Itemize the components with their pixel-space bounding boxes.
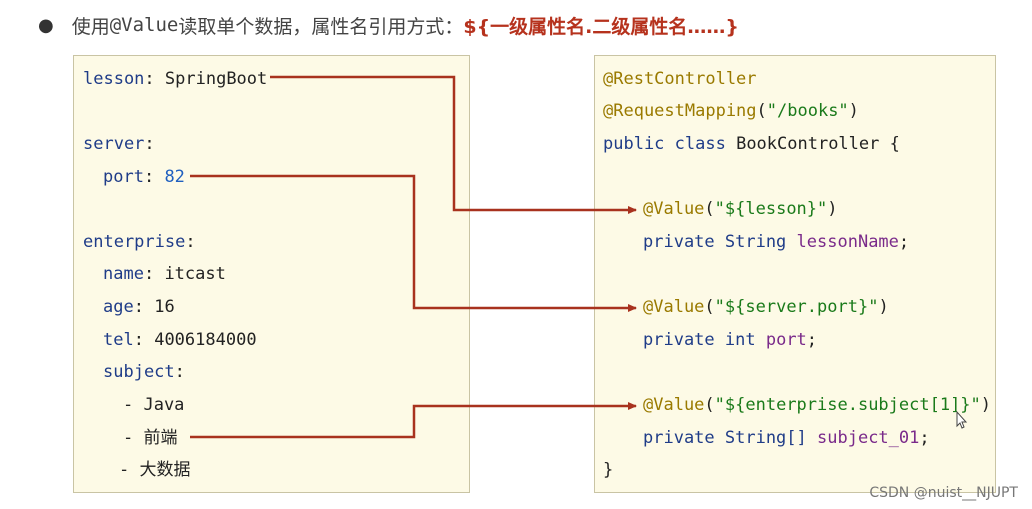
arrow-lesson-to-value xyxy=(270,75,637,214)
yaml-value-lesson: SpringBoot xyxy=(164,69,268,89)
rest-controller-annotation: @RestController xyxy=(603,69,757,89)
watermark: CSDN @nuist__NJUPT xyxy=(869,485,1018,501)
java-line-port-field: private int port; xyxy=(643,330,818,350)
lesson-expression: "${lesson}" xyxy=(714,199,828,219)
yaml-line-subject: subject: xyxy=(103,362,185,382)
yaml-line-lesson: lesson: SpringBoot xyxy=(83,69,268,89)
lesson-field-name: lessonName xyxy=(796,232,899,252)
yaml-line-server: server: xyxy=(83,134,155,154)
yaml-value-age: 16 xyxy=(154,297,175,317)
java-line-class: public class BookController { xyxy=(603,132,900,156)
lesson-declaration: private String xyxy=(643,232,787,252)
yaml-subject-item: - 前端 xyxy=(123,428,178,448)
value-annotation: @Value xyxy=(643,297,705,317)
yaml-config-panel: lesson: SpringBoot server: port: 82 ente… xyxy=(73,55,470,493)
yaml-key-enterprise: enterprise xyxy=(83,232,186,252)
yaml-line-tel: tel: 4006184000 xyxy=(103,330,257,350)
port-field-name: port xyxy=(765,330,807,350)
class-name: BookController { xyxy=(736,134,900,154)
yaml-key-lesson: lesson xyxy=(83,69,145,89)
bullet-icon: ● xyxy=(38,14,54,36)
yaml-key-server: server xyxy=(83,134,145,154)
arrow-subject-to-value xyxy=(190,402,637,439)
java-code-panel: @RestController @RequestMapping("/books"… xyxy=(594,55,996,493)
port-expression: "${server.port}" xyxy=(714,297,879,317)
yaml-key-port: port xyxy=(103,167,144,187)
java-line-subject-field: private String[] subject_01; xyxy=(643,428,930,448)
yaml-line-port: port: 82 xyxy=(103,167,185,187)
java-line-value-subject: @Value("${enterprise.subject[1]}") xyxy=(643,395,992,415)
java-line-close-brace: } xyxy=(603,460,614,480)
heading-text-before: 使用 xyxy=(71,15,110,38)
mouse-cursor-icon xyxy=(956,410,968,429)
subject-expression: "${enterprise.subject[1]}" xyxy=(714,395,981,415)
yaml-value-tel: 4006184000 xyxy=(154,330,257,350)
yaml-line-name: name: itcast xyxy=(103,264,226,284)
arrow-port-to-value xyxy=(190,174,637,312)
yaml-subject-item: - 大数据 xyxy=(119,460,191,480)
heading-text-after: 读取单个数据，属性名引用方式： xyxy=(178,15,464,38)
heading: ● 使用 @Value 读取单个数据，属性名引用方式： ${一级属性名.二级属性… xyxy=(38,10,739,40)
subject-declaration: private String[] xyxy=(643,428,807,448)
value-annotation: @Value xyxy=(643,199,705,219)
java-line-rest-controller: @RestController xyxy=(603,67,757,91)
value-annotation: @Value xyxy=(643,395,705,415)
yaml-key-name: name xyxy=(103,264,144,284)
subject-field-name: subject_01 xyxy=(817,428,920,448)
request-mapping-annotation: @RequestMapping xyxy=(603,101,757,121)
java-line-request-mapping: @RequestMapping("/books") xyxy=(603,101,859,121)
port-declaration: private int xyxy=(643,330,756,350)
yaml-line-age: age: 16 xyxy=(103,297,175,317)
yaml-key-subject: subject xyxy=(103,362,175,382)
class-keywords: public class xyxy=(603,134,726,154)
yaml-key-tel: tel xyxy=(103,330,134,350)
heading-annotation: @Value xyxy=(109,14,179,36)
yaml-subject-item: - Java xyxy=(123,395,185,415)
yaml-line-enterprise: enterprise: xyxy=(83,232,196,252)
request-mapping-path: "/books" xyxy=(766,101,849,121)
java-line-value-lesson: @Value("${lesson}") xyxy=(643,199,838,219)
java-line-value-port: @Value("${server.port}") xyxy=(643,297,889,317)
yaml-value-port: 82 xyxy=(164,167,185,187)
yaml-key-age: age xyxy=(103,297,134,317)
yaml-value-name: itcast xyxy=(164,264,226,284)
java-line-lesson-field: private String lessonName; xyxy=(643,232,910,252)
heading-syntax: ${一级属性名.二级属性名……} xyxy=(463,15,739,38)
